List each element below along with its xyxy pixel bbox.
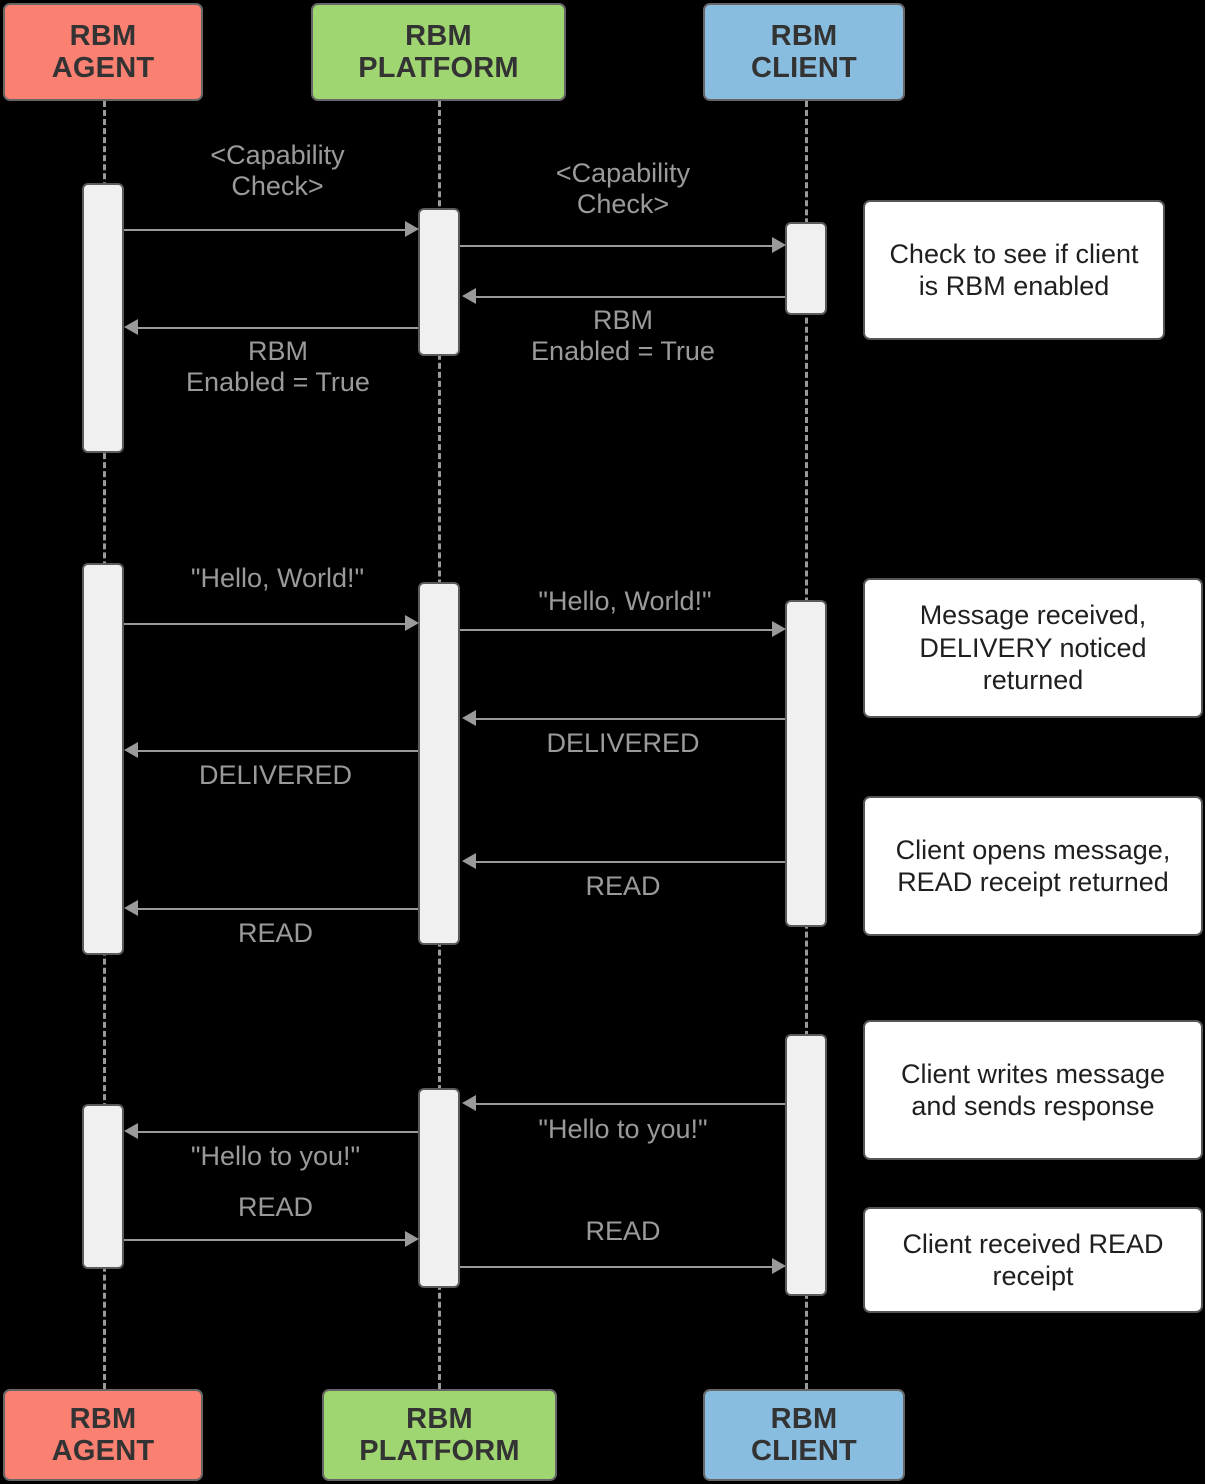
participant-footer-platform[interactable]: RBM PLATFORM [322, 1389, 557, 1481]
participant-header-agent[interactable]: RBM AGENT [3, 3, 203, 101]
participant-agent-footer-line2: AGENT [51, 1435, 155, 1467]
note-message-received: Message received, DELIVERY noticed retur… [863, 578, 1203, 718]
message-line-m7 [468, 718, 785, 720]
participant-footer-client[interactable]: RBM CLIENT [703, 1389, 905, 1481]
activation-agent-2 [82, 563, 124, 955]
activation-client-3 [785, 1034, 827, 1296]
activation-client-1 [785, 222, 827, 315]
activation-client-2 [785, 600, 827, 927]
message-line-m5 [124, 623, 410, 625]
activation-platform-1 [418, 208, 460, 356]
participant-header-platform[interactable]: RBM PLATFORM [311, 3, 566, 101]
message-arrowhead-m2 [772, 237, 786, 253]
message-arrowhead-m11 [462, 1095, 476, 1111]
message-arrowhead-m12 [124, 1123, 138, 1139]
message-arrowhead-m5 [405, 615, 419, 631]
participant-client-line2: CLIENT [751, 52, 857, 84]
message-arrowhead-m8 [124, 742, 138, 758]
message-label-m13: READ [237, 1192, 313, 1222]
message-line-m3 [468, 296, 785, 298]
message-label-m7: DELIVERED [546, 728, 700, 758]
message-label-m11: "Hello to you!" [538, 1114, 708, 1144]
message-label-m2: <Capability Check> [555, 158, 691, 220]
message-arrowhead-m13 [405, 1231, 419, 1247]
note-check-rbm-enabled: Check to see if client is RBM enabled [863, 200, 1165, 340]
message-label-m9: READ [585, 871, 661, 901]
message-label-m12: "Hello to you!" [190, 1141, 361, 1171]
message-label-m4: RBM Enabled = True [186, 336, 370, 398]
participant-agent-footer-line1: RBM [69, 1402, 137, 1435]
participant-agent-line1: RBM [69, 19, 137, 52]
message-arrowhead-m7 [462, 710, 476, 726]
message-line-m8 [130, 750, 418, 752]
message-line-m14 [460, 1266, 778, 1268]
activation-platform-3 [418, 1088, 460, 1288]
message-arrowhead-m14 [772, 1258, 786, 1274]
message-line-m4 [130, 327, 418, 329]
participant-platform-line1: RBM [405, 19, 472, 52]
message-arrowhead-m3 [462, 288, 476, 304]
message-arrowhead-m4 [124, 319, 138, 335]
message-line-m13 [124, 1239, 410, 1241]
activation-platform-2 [418, 582, 460, 945]
note-client-writes-message: Client writes message and sends response [863, 1020, 1203, 1160]
message-label-m3: RBM Enabled = True [531, 305, 715, 367]
message-arrowhead-m9 [462, 853, 476, 869]
message-label-m1: <Capability Check> [210, 140, 345, 202]
message-arrowhead-m10 [124, 900, 138, 916]
message-label-m14: READ [585, 1216, 661, 1246]
message-arrowhead-m1 [405, 221, 419, 237]
message-line-m9 [468, 861, 785, 863]
participant-client-footer-line2: CLIENT [751, 1435, 857, 1467]
message-line-m10 [130, 908, 418, 910]
message-line-m2 [460, 245, 778, 247]
activation-agent-1 [82, 183, 124, 453]
message-line-m6 [460, 629, 778, 631]
participant-agent-line2: AGENT [51, 52, 155, 84]
message-label-m6: "Hello, World!" [538, 586, 712, 616]
message-line-m12 [130, 1131, 418, 1133]
participant-header-client[interactable]: RBM CLIENT [703, 3, 905, 101]
message-line-m1 [124, 229, 410, 231]
note-client-opens-message: Client opens message, READ receipt retur… [863, 796, 1203, 936]
participant-platform-line2: PLATFORM [358, 52, 519, 84]
participant-client-line1: RBM [770, 19, 838, 52]
note-client-received-read: Client received READ receipt [863, 1207, 1203, 1313]
participant-platform-footer-line1: RBM [406, 1402, 473, 1435]
activation-agent-3 [82, 1104, 124, 1269]
participant-client-footer-line1: RBM [770, 1402, 838, 1435]
message-line-m11 [468, 1103, 785, 1105]
message-label-m8: DELIVERED [198, 760, 353, 790]
message-label-m5: "Hello, World!" [190, 563, 365, 593]
participant-platform-footer-line2: PLATFORM [359, 1435, 520, 1467]
participant-footer-agent[interactable]: RBM AGENT [3, 1389, 203, 1481]
message-arrowhead-m6 [772, 621, 786, 637]
message-label-m10: READ [237, 918, 313, 948]
